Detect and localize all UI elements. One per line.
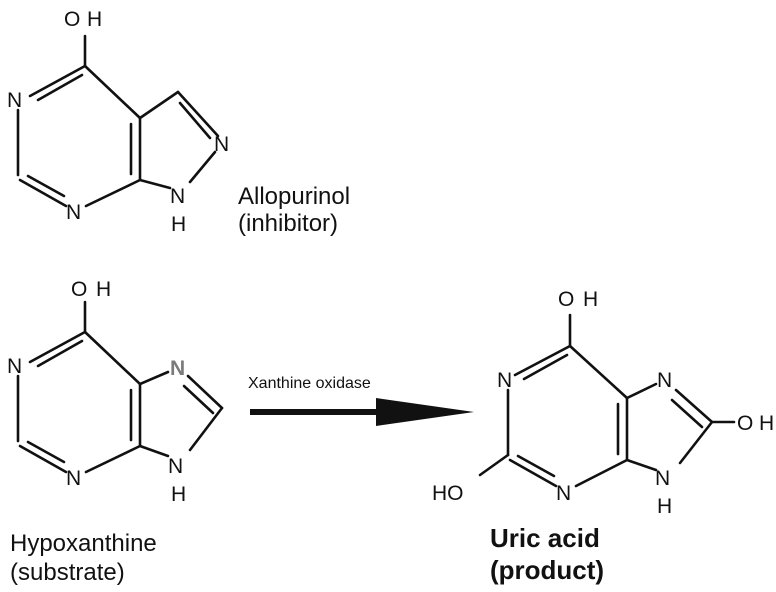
uric-acid-o6-atom: O <box>558 288 574 311</box>
arrow-label: Xanthine oxidase <box>248 375 371 392</box>
hypoxanthine-name: Hypoxanthine <box>10 530 157 557</box>
allopurinol-n3-atom: N <box>66 201 81 224</box>
hypoxanthine-n1-atom: N <box>7 355 22 378</box>
uric-acid-name: Uric acid <box>490 523 600 553</box>
uric-acid-n9-atom: N <box>655 467 670 490</box>
uric-acid-o8-h-atom: H <box>759 412 774 435</box>
allopurinol-structure: O H N N N N H <box>7 8 229 236</box>
allopurinol-h-atom: H <box>87 8 102 31</box>
allopurinol-name: Allopurinol <box>238 183 350 210</box>
uric-acid-o8-atom: O <box>737 412 753 435</box>
allopurinol-n1-atom: N <box>7 89 22 112</box>
hypoxanthine-n3-atom: N <box>66 467 81 490</box>
uric-acid-nh-h-atom: H <box>657 495 672 518</box>
hypoxanthine-structure: O H N N N N H <box>7 278 224 506</box>
uric-acid-structure: O H N HO N N N H O H <box>432 288 774 518</box>
allopurinol-role: (inhibitor) <box>238 210 338 237</box>
uric-acid-role: (product) <box>490 555 604 585</box>
uric-acid-n1-atom: N <box>497 369 512 392</box>
allopurinol-o-atom: O <box>64 8 80 31</box>
hypoxanthine-nh-h-atom: H <box>171 483 186 506</box>
allopurinol-n8-atom: N <box>214 133 229 156</box>
hypoxanthine-n9-atom: N <box>168 455 183 478</box>
hypoxanthine-h-atom: H <box>96 278 111 301</box>
reaction-arrow <box>250 398 474 426</box>
uric-acid-n3-atom: N <box>556 482 571 505</box>
hypoxanthine-o-atom: O <box>71 278 87 301</box>
uric-acid-ho-group: HO <box>432 482 464 505</box>
uric-acid-n7-atom: N <box>657 369 672 392</box>
allopurinol-nh-h-atom: H <box>171 213 186 236</box>
hypoxanthine-n7-atom: N <box>170 357 185 380</box>
uric-acid-o6-h-atom: H <box>583 288 598 311</box>
hypoxanthine-role: (substrate) <box>10 559 125 586</box>
allopurinol-n9-atom: N <box>170 185 185 208</box>
